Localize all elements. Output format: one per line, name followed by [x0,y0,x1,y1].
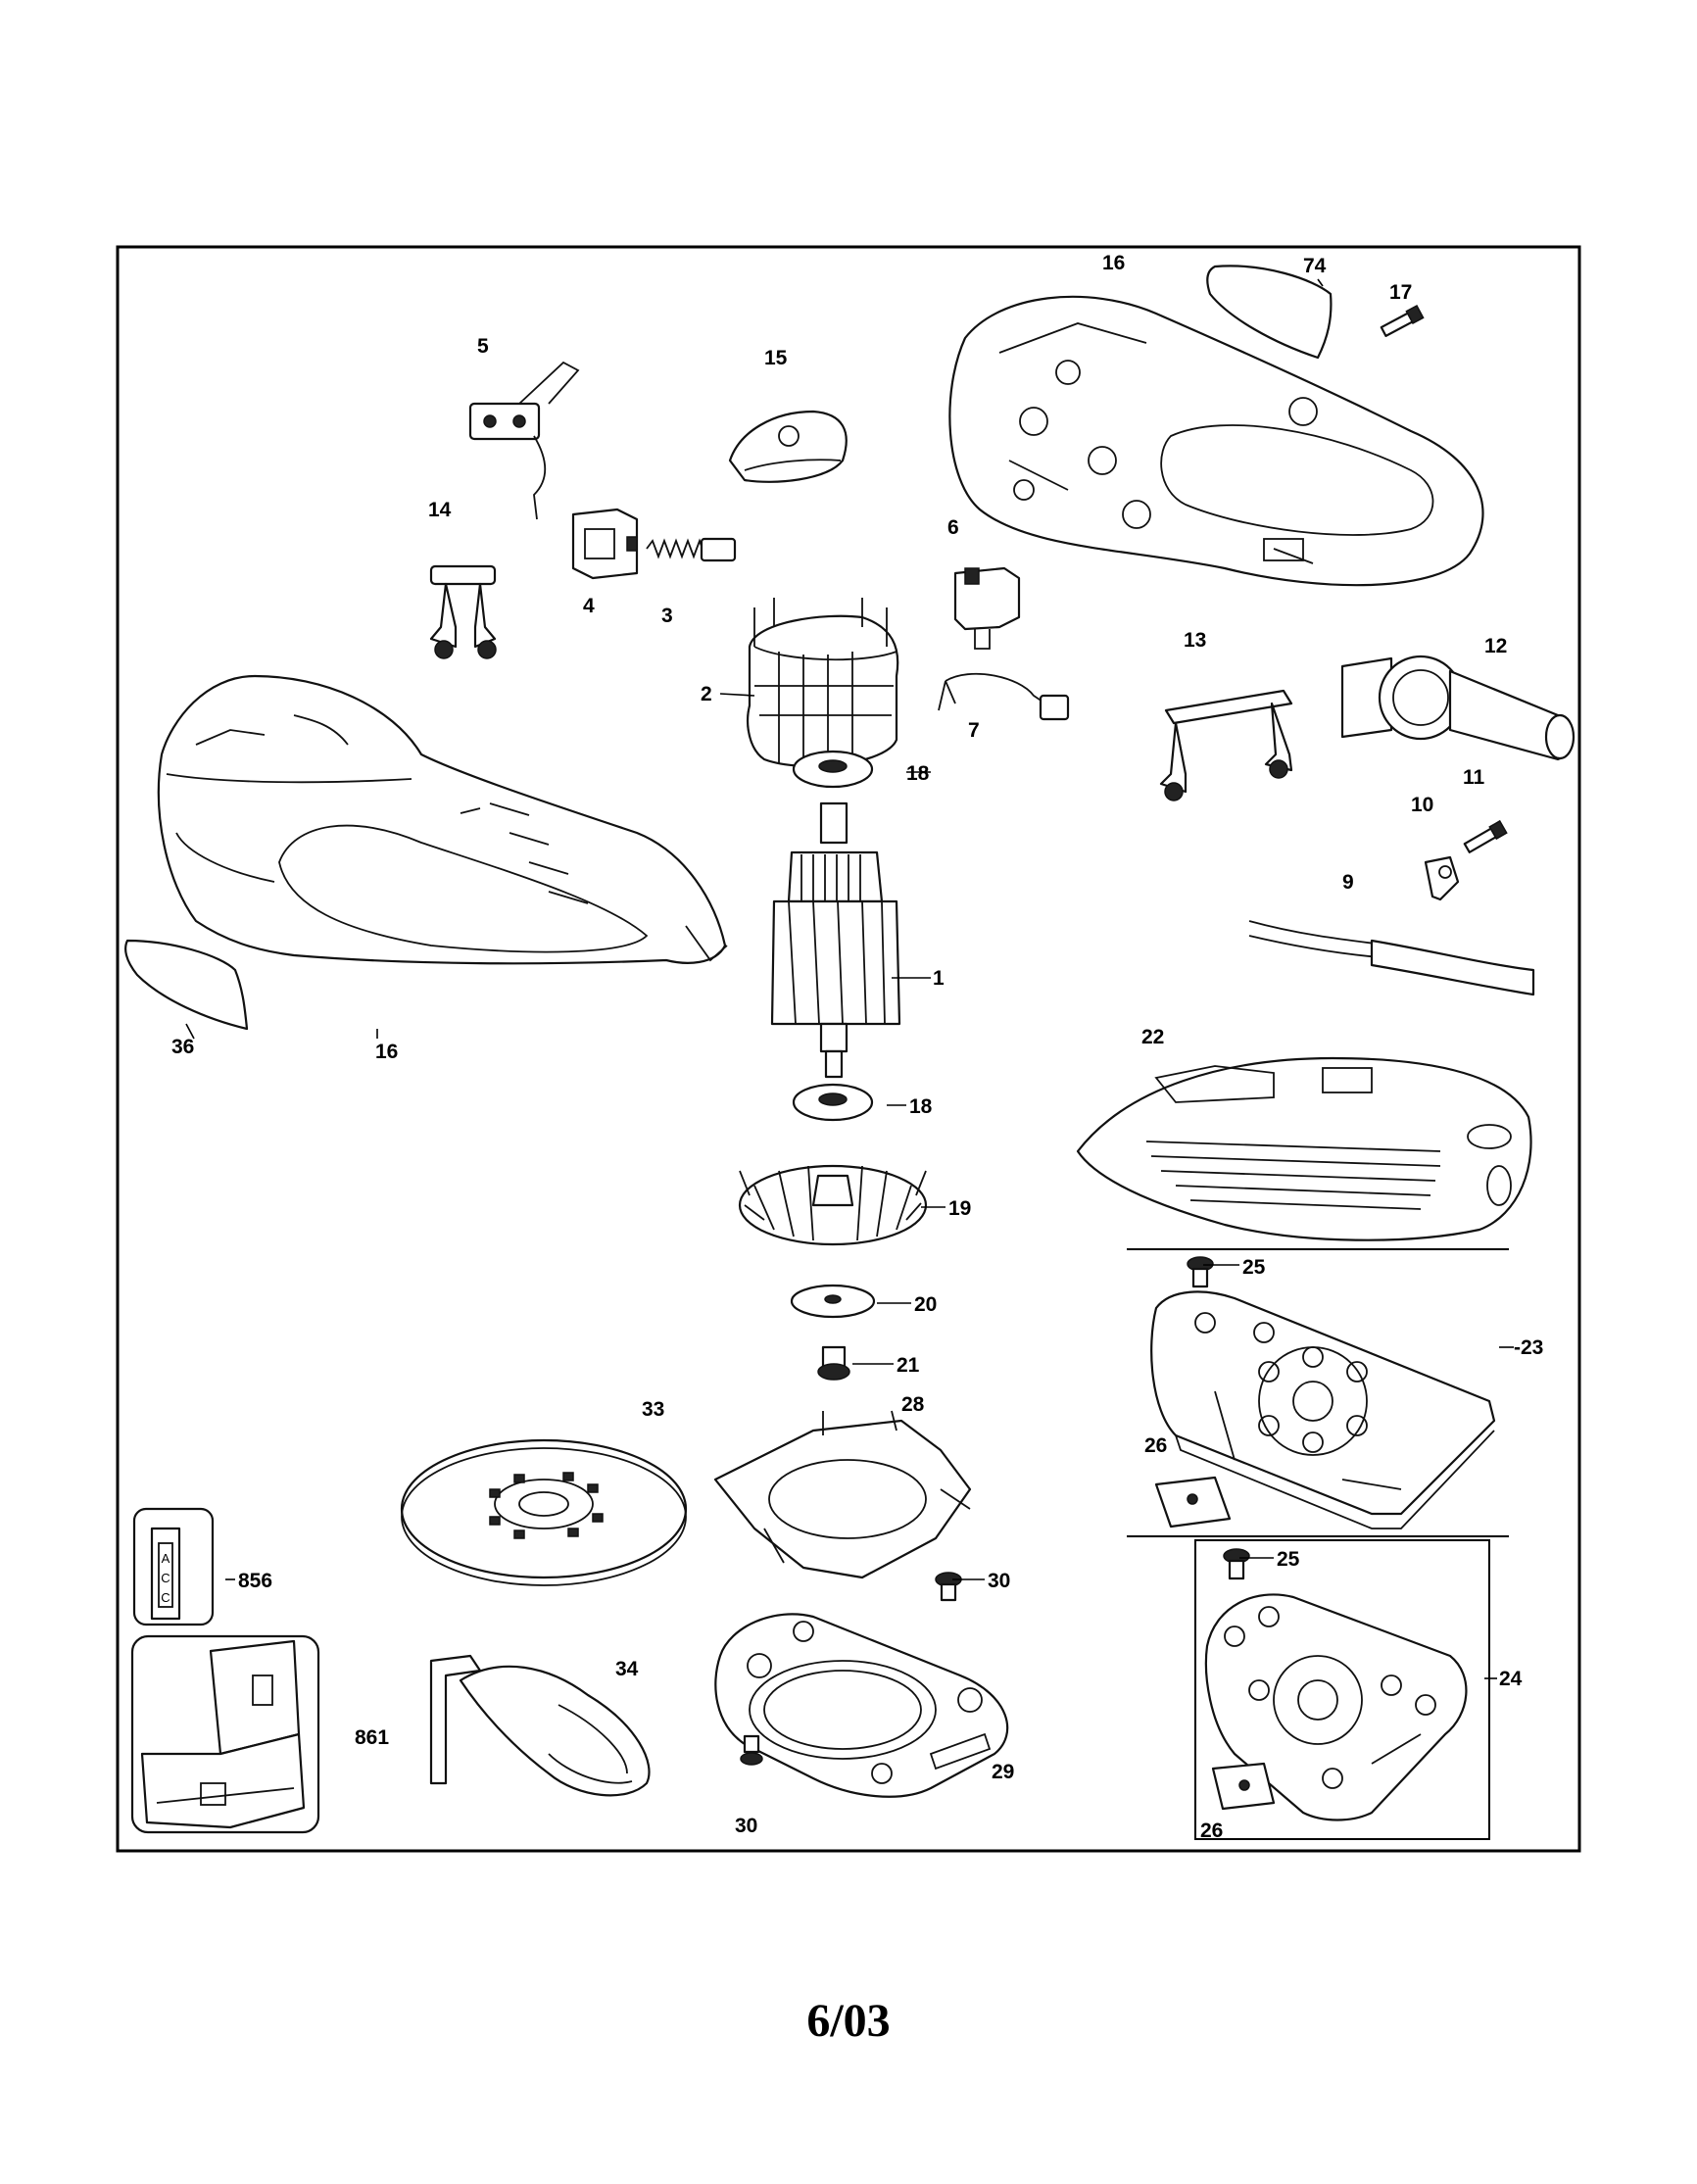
screw-part-30-lower [740,1734,763,1766]
case-letter-c2: C [161,1590,170,1605]
revision-date: 6/03 [806,1995,891,2047]
callout-30-upper: 30 [988,1570,1010,1592]
pad-part-26-lower [1211,1762,1276,1811]
callout-6: 6 [947,516,959,539]
callout-26-upper: 26 [1144,1434,1167,1457]
callout-4: 4 [583,595,595,617]
upper-housing-part-16 [948,295,1484,587]
wire-part-7 [938,672,1070,721]
screw-part-11 [1463,819,1508,853]
callout-74: 74 [1303,255,1327,277]
callout-14: 14 [428,499,452,521]
callout-25-lower: 25 [1277,1548,1300,1571]
screw-part-25-upper [1187,1256,1214,1288]
callout-21: 21 [897,1354,920,1377]
callout-36: 36 [171,1036,194,1058]
screw-part-25-lower [1223,1548,1250,1580]
case-insert-part-856: A C C [132,1507,215,1626]
callout-1: 1 [933,967,945,990]
brush-holder-part-14 [429,564,497,659]
callout-24: 24 [1499,1668,1523,1690]
callout-20: 20 [914,1293,937,1316]
callout-9: 9 [1342,871,1354,894]
switch-part-4 [571,508,639,580]
callout-labels: 1 2 3 4 5 6 7 9 10 11 12 13 14 15 16 16 … [171,252,1543,1842]
case-letter-c1: C [161,1571,170,1585]
shroud-part-28 [713,1410,972,1579]
bracket-part-13 [1159,689,1293,801]
callout-25-upper: 25 [1242,1256,1266,1279]
leader-lines [185,278,1514,1679]
fan-part-19 [738,1164,928,1246]
callout-12: 12 [1484,635,1507,657]
pad-part-26-upper [1154,1476,1232,1529]
callout-5: 5 [477,335,489,358]
callout-2: 2 [701,683,712,705]
callout-16-left: 16 [375,1041,398,1063]
callout-3: 3 [661,605,673,627]
screw-part-30-upper [935,1572,962,1602]
dust-bag-part-34 [429,1654,651,1797]
front-housing-part-22 [1076,1056,1532,1241]
base-plate-part-23 [1150,1290,1496,1529]
callout-33: 33 [642,1398,664,1421]
callout-19: 19 [948,1197,971,1220]
label-part-36 [124,939,249,1031]
bearing-part-18-upper [792,750,874,789]
bearing-part-18-lower [792,1083,874,1122]
callout-10: 10 [1411,794,1433,816]
screw-part-17 [1380,304,1425,337]
cap-part-15 [728,410,848,483]
callout-11: 11 [1463,766,1485,789]
callout-23: -23 [1514,1336,1543,1359]
cord-protector-part-12 [1340,655,1576,761]
case-letter-a: A [162,1551,170,1566]
switch-part-6 [953,566,1021,650]
callout-30-lower: 30 [735,1815,757,1837]
cord-part-9 [1248,920,1535,996]
part-24-box [1194,1539,1490,1840]
switch-part-5 [468,361,580,520]
callout-18-lower: 18 [909,1095,933,1118]
callout-34: 34 [615,1658,639,1680]
callout-18-upper: 18 [906,762,930,785]
washer-part-20 [790,1284,876,1319]
clamp-part-10 [1424,855,1460,901]
callout-26-lower: 26 [1200,1820,1223,1842]
callout-861: 861 [355,1726,389,1749]
callout-28: 28 [901,1393,925,1416]
label-part-74 [1206,265,1333,360]
brush-part-3 [646,537,737,562]
callout-15: 15 [764,347,788,369]
lower-housing-part-16 [157,674,728,965]
screw-part-21 [817,1345,850,1381]
base-plate-part-24 [1204,1593,1468,1821]
callout-29: 29 [992,1761,1014,1783]
field-part-2 [747,598,899,769]
base-part-29 [714,1613,1009,1798]
callout-22: 22 [1141,1026,1164,1048]
callout-17: 17 [1389,281,1412,304]
carry-case-part-861 [130,1634,320,1834]
sanding-disc-part-33 [400,1438,688,1586]
callout-7: 7 [968,719,980,742]
callout-16-top: 16 [1102,252,1125,274]
callout-856: 856 [238,1570,272,1592]
diagram-frame [116,245,1581,1853]
armature-part-1 [770,801,901,1079]
callout-13: 13 [1184,629,1206,652]
